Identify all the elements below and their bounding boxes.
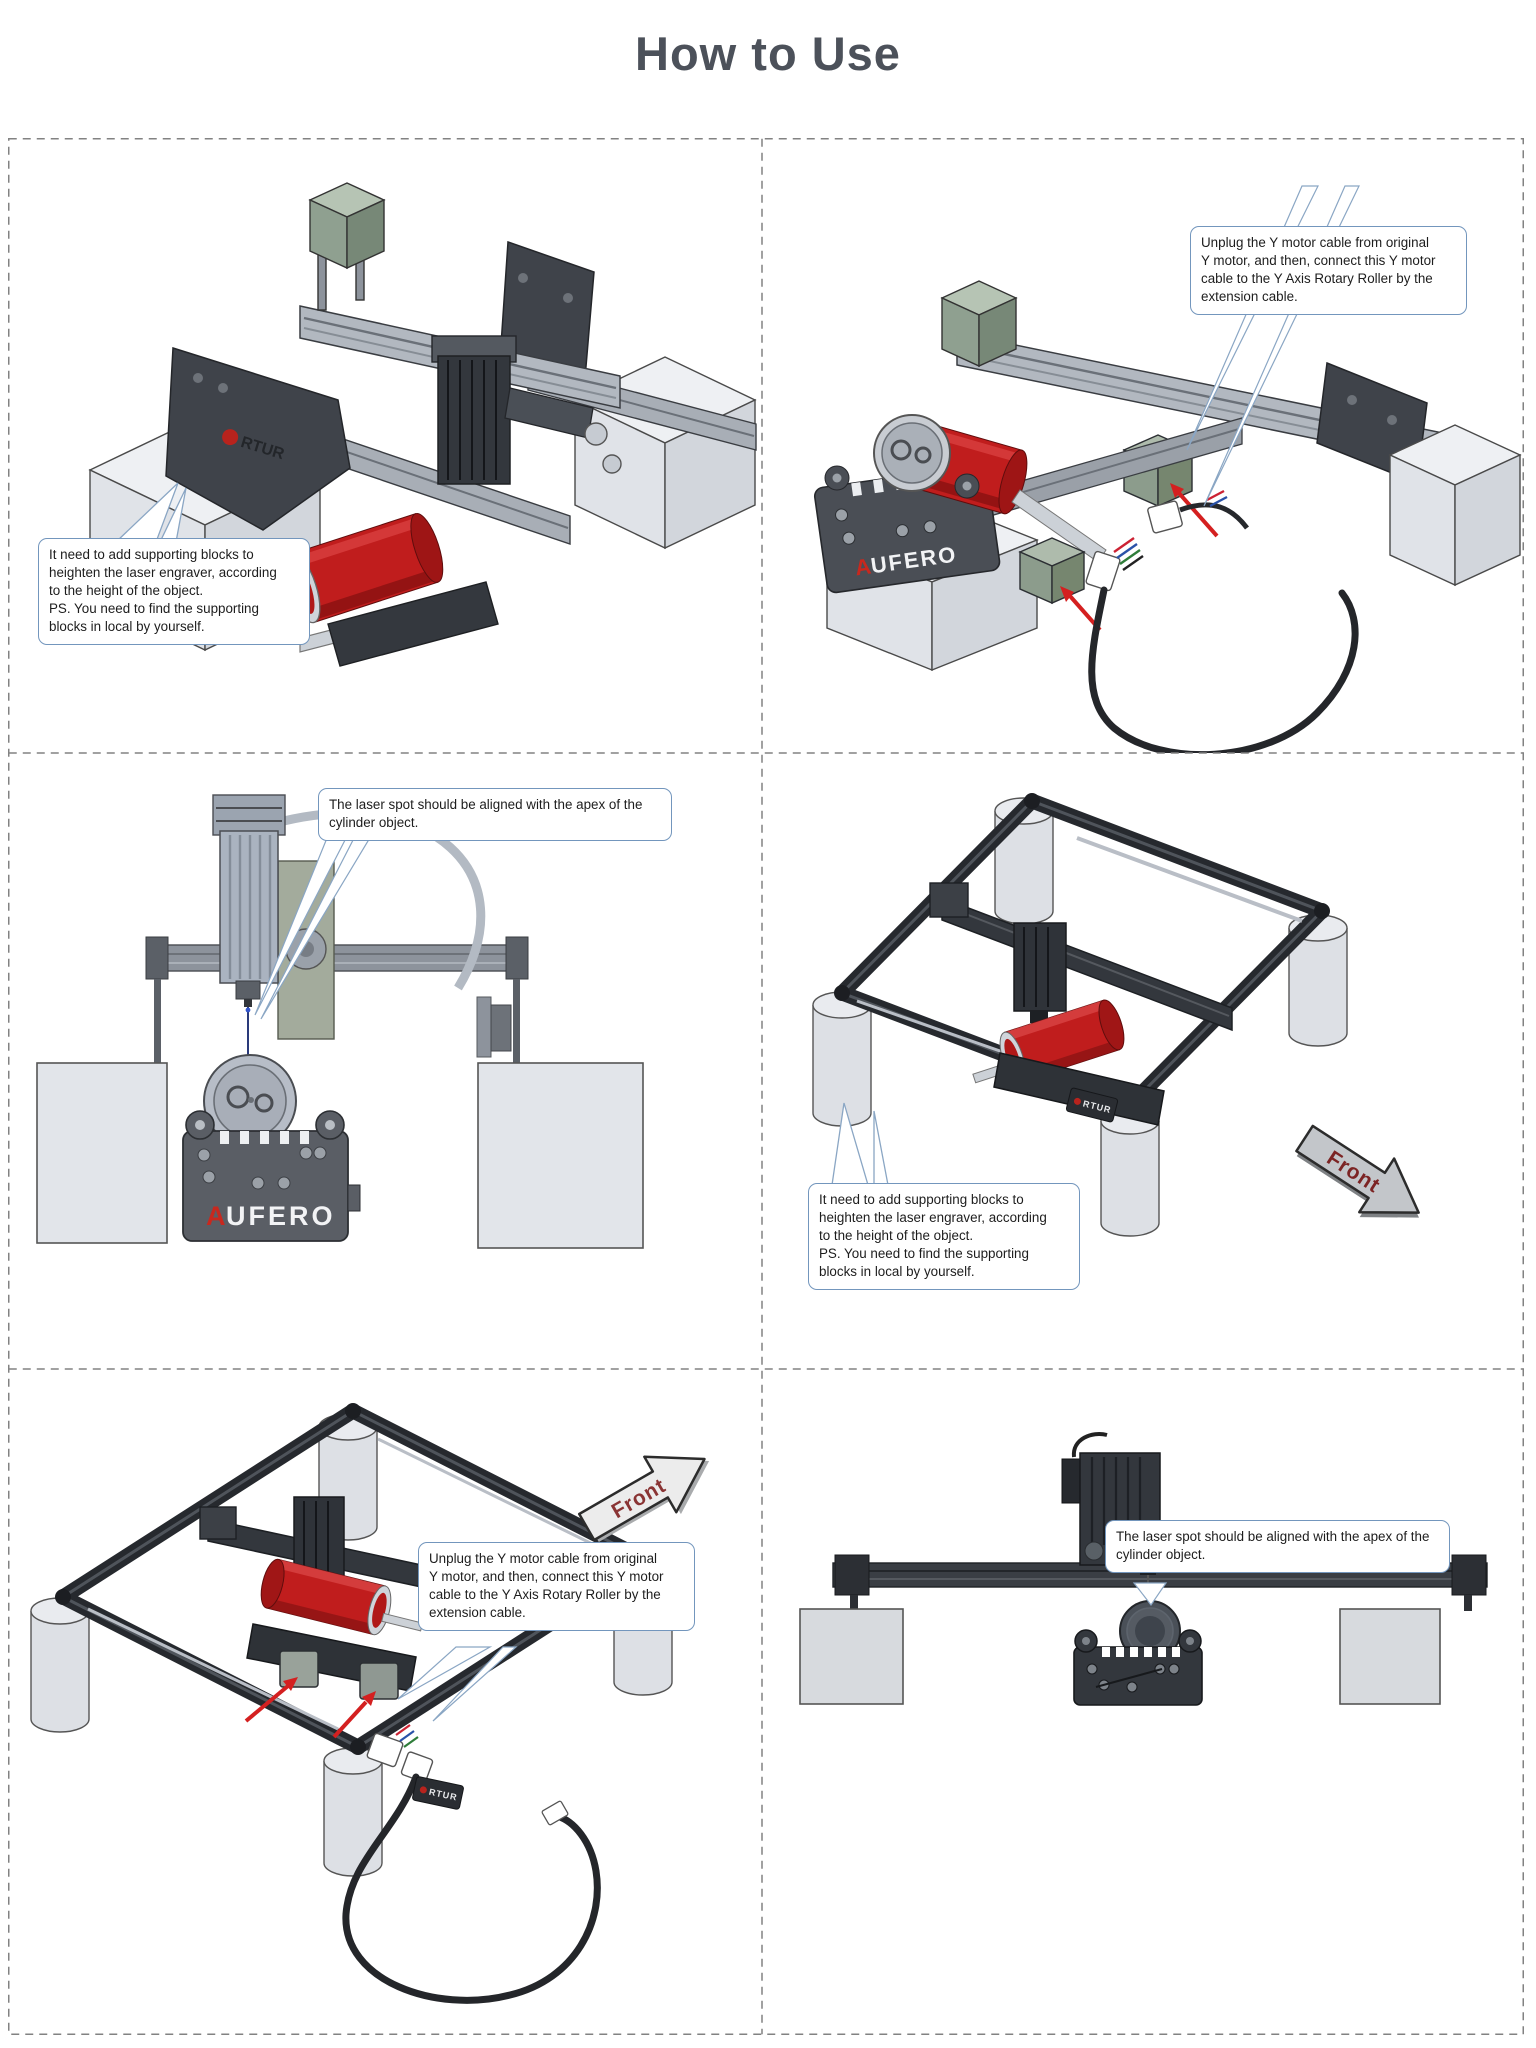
rotary-roller: A UFERO [182,1110,361,1242]
panel-step-2: A UFERO [762,138,1524,753]
callout-unplug-y-motor: Unplug the Y motor cable from original Y… [418,1542,695,1631]
callout-laser-apex: The laser spot should be aligned with th… [318,788,672,841]
support-cylinder-front [1100,1107,1160,1237]
page-title: How to Use [635,27,901,80]
support-block-right [1388,424,1522,587]
support-cylinder-front [323,1747,383,1877]
laser-module [1013,922,1067,1023]
panel-step-6: The laser spot should be aligned with th… [762,1369,1524,2035]
panel-step-3: A UFERO The laser spot should be aligned… [8,753,762,1369]
front-arrow: Front [1295,1124,1420,1218]
callout-support-blocks: It need to add supporting blocks to heig… [808,1183,1080,1290]
roller-motor [1018,537,1086,605]
front-arrow: Front [577,1455,710,1542]
callout-pointer [1132,1582,1168,1607]
laser-beam [245,1007,251,1056]
support-block-right [1339,1608,1441,1705]
ortur-badge: RTUR [412,1776,464,1810]
support-block-left [36,1062,168,1244]
callout-laser-apex: The laser spot should be aligned with th… [1105,1520,1450,1573]
illustration-engraver-on-blocks: RTUR [88,182,757,667]
callout-support-blocks: It need to add supporting blocks to heig… [38,538,310,645]
illustration-align-laser: A UFERO [36,794,644,1249]
support-block-right [477,1062,644,1249]
aufero-logo: A UFERO [206,1201,336,1231]
roller-motor-right [359,1662,399,1700]
illustration-frame-connect-cable: RTUR Front [30,1403,710,2004]
panel-step-1: RTUR [8,138,762,753]
callout-unplug-y-motor: Unplug the Y motor cable from original Y… [1190,226,1467,315]
illustration-align-laser-2 [799,1432,1488,1706]
stepper-motor [940,280,1018,368]
y-motor-cable [1088,586,1359,753]
support-cylinder-left [812,991,872,1127]
svg-text:UFERO: UFERO [226,1201,336,1231]
support-block-left [799,1608,904,1705]
svg-text:A: A [206,1201,226,1231]
laser-module [431,335,517,485]
panel-step-4: RTUR Front It need to add supporting blo… [762,753,1524,1369]
red-arrow-to-right-motor [332,1691,376,1739]
stepper-motor [308,182,386,311]
support-cylinder-left [30,1597,90,1733]
panel-step-5: RTUR Front Unplug the Y motor cable from… [8,1369,762,2035]
